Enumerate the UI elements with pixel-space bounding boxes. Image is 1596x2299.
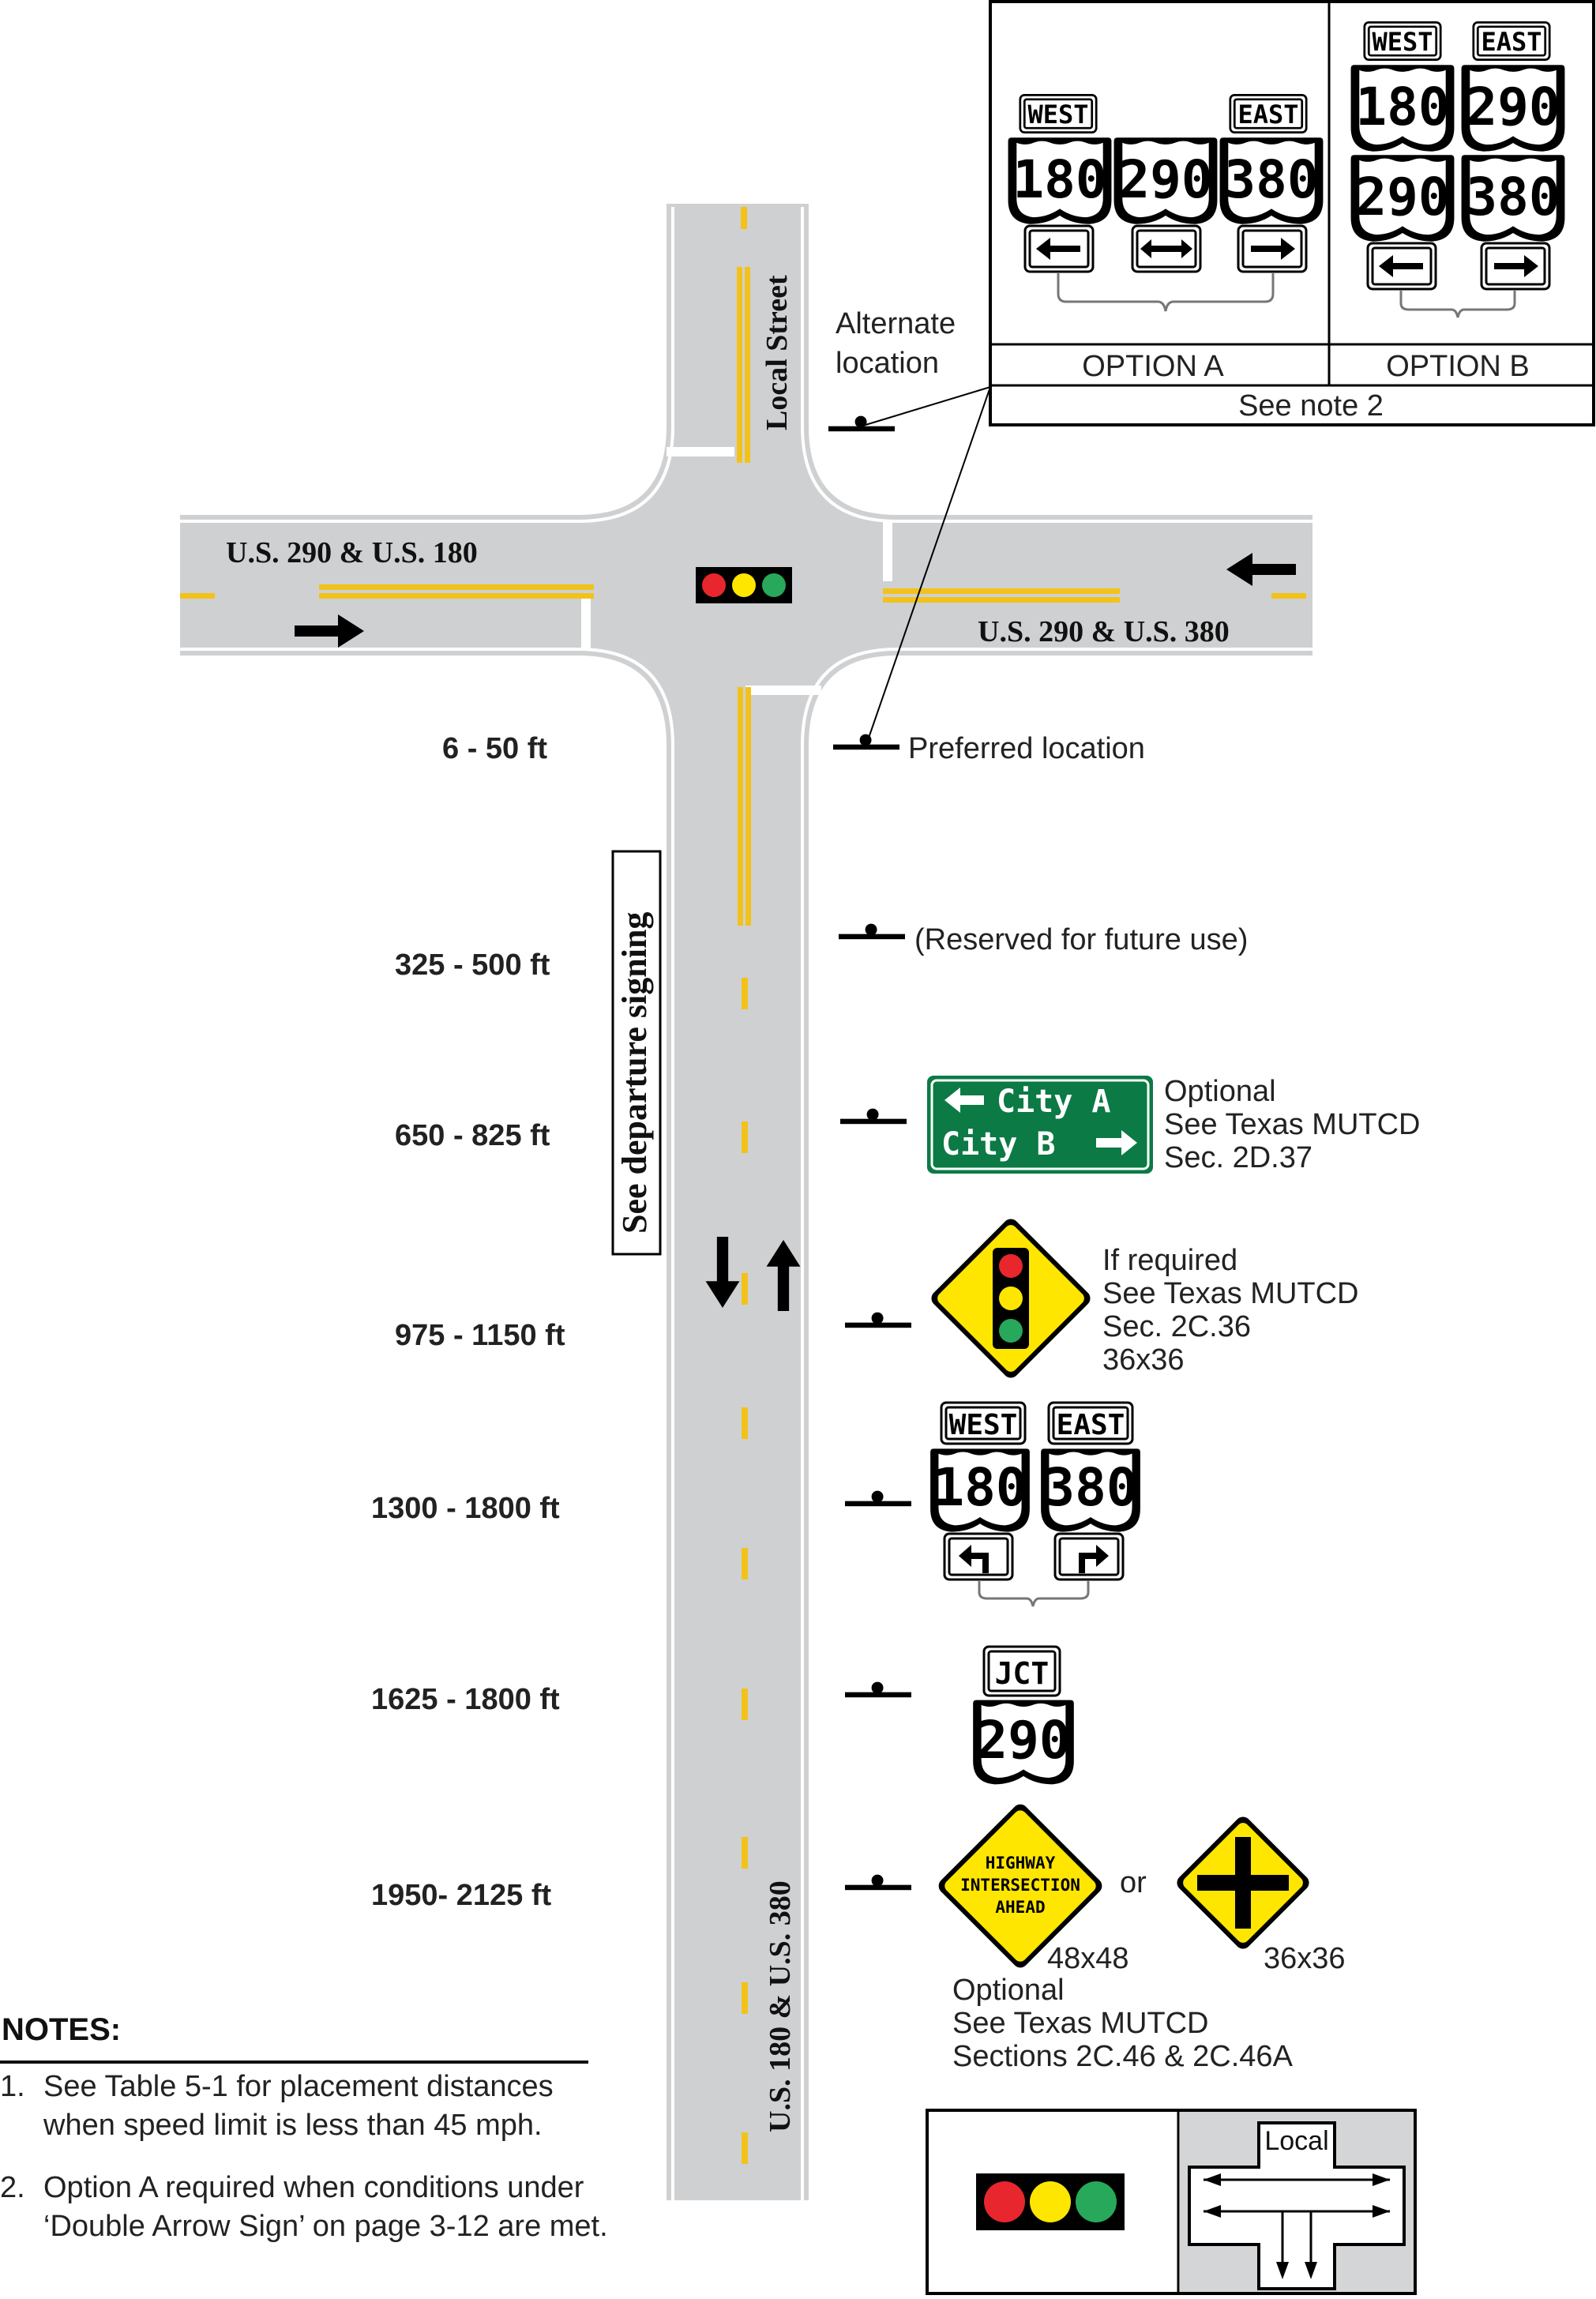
alternate-location-label: location xyxy=(836,347,939,380)
jct-label: JCT xyxy=(995,1656,1050,1691)
reserved-post xyxy=(839,923,905,940)
east-road-label: U.S. 290 & U.S. 380 xyxy=(978,615,1230,648)
jct-post xyxy=(845,1681,911,1698)
road-network xyxy=(180,204,1312,2200)
intersection-ahead-line: INTERSECTION xyxy=(960,1876,1080,1895)
note-line: See Table 5-1 for placement distances xyxy=(43,2070,554,2103)
junction-sign: JCT 290 xyxy=(973,1645,1074,1785)
intersection-ahead-line: HIGHWAY xyxy=(986,1854,1056,1873)
route-number: 290 xyxy=(1466,77,1560,137)
route-number: 180 xyxy=(933,1457,1027,1518)
or-label: or xyxy=(1120,1866,1147,1899)
route-assembly-sign: WEST EAST 180 380 xyxy=(930,1401,1140,1607)
note-line: ‘Double Arrow Sign’ on page 3-12 are met… xyxy=(43,2210,608,2243)
guide-post xyxy=(840,1108,907,1125)
alternate-post xyxy=(828,415,895,432)
preferred-post xyxy=(833,734,899,750)
guide-note: Optional xyxy=(1164,1075,1276,1108)
legend-local-intersection-icon: Local xyxy=(1188,2121,1406,2290)
option-b-label: OPTION B xyxy=(1386,350,1530,383)
route-number: 380 xyxy=(1466,167,1560,227)
intersection-ahead-size: 48x48 xyxy=(1047,1942,1129,1975)
option-a-label: OPTION A xyxy=(1082,350,1224,383)
signal-ahead-note: If required xyxy=(1102,1244,1237,1277)
local-street-label: Local Street xyxy=(760,275,794,430)
guide-note: Sec. 2D.37 xyxy=(1164,1141,1312,1174)
distance-label: 1300 - 1800 ft xyxy=(371,1492,560,1525)
west-road-label: U.S. 290 & U.S. 180 xyxy=(226,536,478,569)
warning-post xyxy=(845,1874,911,1891)
right-arrow-icon xyxy=(1096,1130,1137,1155)
cardinal-east: EAST xyxy=(1237,100,1298,130)
turn-right-arrow-icon xyxy=(1053,1532,1125,1581)
legend-local-label: Local xyxy=(1264,2126,1328,2156)
distance-label: 650 - 825 ft xyxy=(395,1119,550,1152)
notes-heading: NOTES: xyxy=(2,2012,122,2047)
signal-ahead-note: See Texas MUTCD xyxy=(1102,1277,1359,1310)
signal-ahead-sign xyxy=(931,1219,1091,1378)
south-road-label: U.S. 180 & U.S. 380 xyxy=(764,1880,797,2132)
double-arrow-icon xyxy=(1131,224,1202,273)
guide-sign-line1: City A xyxy=(997,1084,1111,1120)
distance-label: 6 - 50 ft xyxy=(442,732,547,765)
note-line: when speed limit is less than 45 mph. xyxy=(43,2109,543,2142)
route-number: 180 xyxy=(1355,77,1449,137)
signal-ahead-post xyxy=(845,1312,911,1328)
traffic-signal-icon xyxy=(696,567,792,603)
route-number: 290 xyxy=(1118,149,1212,210)
guide-note: See Texas MUTCD xyxy=(1164,1108,1421,1141)
route-number: 290 xyxy=(976,1710,1070,1771)
departure-signing-box: See departure signing xyxy=(611,850,662,1256)
intersection-ahead-sign: HIGHWAY INTERSECTION AHEAD xyxy=(938,1804,1102,1968)
right-arrow-icon xyxy=(1480,242,1551,291)
note-text: See Table 5-1 for placement distances wh… xyxy=(43,2068,628,2145)
cross-road-size: 36x36 xyxy=(1264,1942,1346,1975)
route-assembly-post xyxy=(845,1490,911,1507)
departure-signing-label: See departure signing xyxy=(615,912,654,1234)
route-number: 180 xyxy=(1012,149,1106,210)
cardinal-west: WEST xyxy=(1027,100,1088,130)
distance-label: 975 - 1150 ft xyxy=(395,1319,565,1352)
intersection-ahead-line: AHEAD xyxy=(995,1898,1045,1917)
alternate-location-label: Alternate xyxy=(836,307,956,340)
option-note-label: See note 2 xyxy=(1238,389,1384,423)
left-arrow-icon xyxy=(944,1088,984,1113)
preferred-location-label: Preferred location xyxy=(908,732,1145,765)
cardinal-east: EAST xyxy=(1057,1409,1125,1441)
note-text: Option A required when conditions under … xyxy=(43,2169,628,2246)
route-number: 290 xyxy=(1355,167,1449,227)
option-box: OPTION A OPTION B See note 2 WEST EAST 1… xyxy=(989,0,1595,426)
guide-sign-line2: City B xyxy=(941,1126,1056,1163)
note-number: 2. xyxy=(0,2171,25,2204)
cardinal-east: EAST xyxy=(1481,27,1542,57)
north-south-road xyxy=(667,204,809,2200)
distance-labels: 6 - 50 ft 325 - 500 ft 650 - 825 ft 975 … xyxy=(371,732,565,1912)
distance-label: 325 - 500 ft xyxy=(395,949,550,982)
notes-divider xyxy=(0,2060,588,2064)
cardinal-west: WEST xyxy=(949,1409,1018,1441)
legend-box: Local xyxy=(926,2109,1417,2295)
signal-ahead-note: 36x36 xyxy=(1102,1343,1185,1377)
distance-label: 1625 - 1800 ft xyxy=(371,1683,560,1716)
route-number: 380 xyxy=(1043,1457,1137,1518)
cross-road-sign xyxy=(1177,1816,1309,1949)
right-arrow-icon xyxy=(1237,224,1308,273)
note-line: Option A required when conditions under xyxy=(43,2171,584,2204)
legend-signal-icon xyxy=(976,2173,1125,2230)
distance-label: 1950- 2125 ft xyxy=(371,1879,551,1912)
cardinal-west: WEST xyxy=(1372,27,1433,57)
route-number: 380 xyxy=(1224,149,1318,210)
note-number: 1. xyxy=(0,2070,25,2103)
warning-note: See Texas MUTCD xyxy=(952,2007,1209,2040)
warning-note: Optional xyxy=(952,1974,1065,2007)
guide-sign: City A City B xyxy=(927,1076,1153,1174)
signal-ahead-note: Sec. 2C.36 xyxy=(1102,1310,1251,1343)
turn-left-arrow-icon xyxy=(943,1532,1014,1581)
left-arrow-icon xyxy=(1023,224,1095,273)
warning-note: Sections 2C.46 & 2C.46A xyxy=(952,2040,1294,2073)
left-arrow-icon xyxy=(1366,242,1437,291)
reserved-label: (Reserved for future use) xyxy=(914,923,1248,956)
